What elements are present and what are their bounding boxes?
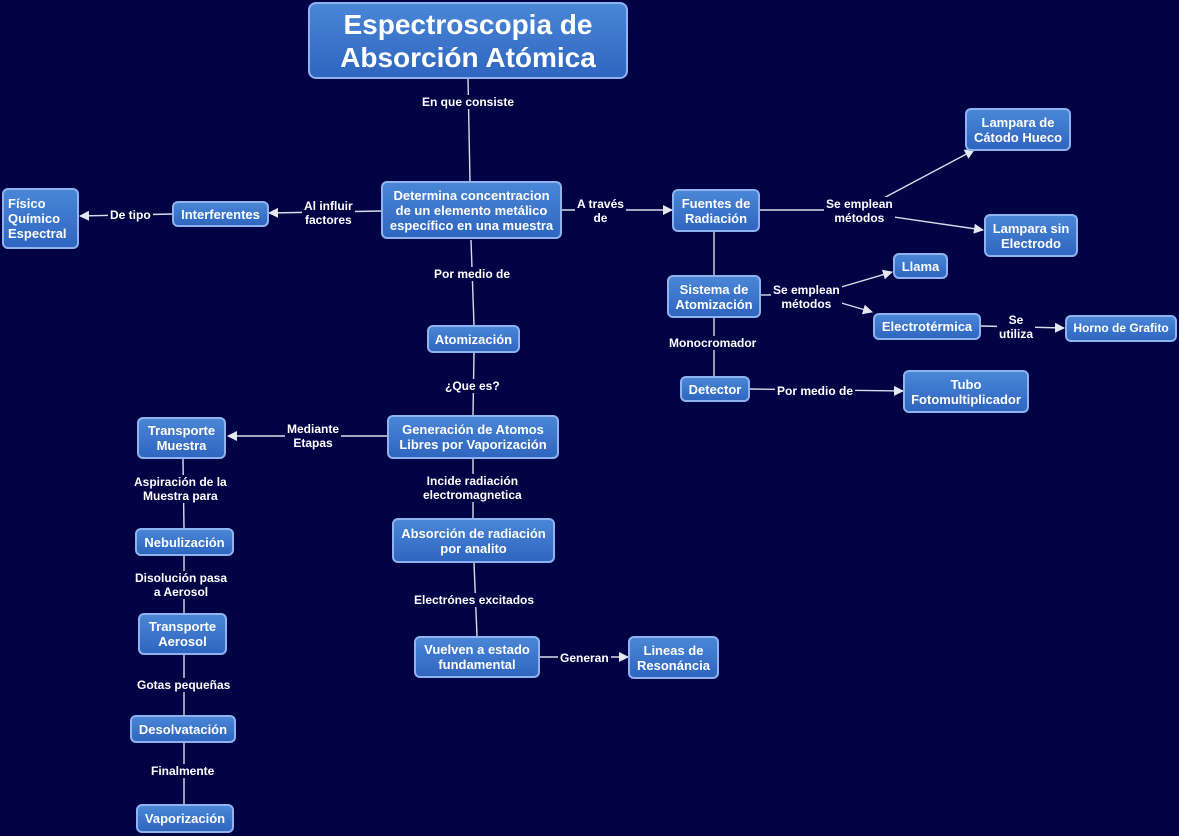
node-fisico-quimico-espectral[interactable]: Físico Químico Espectral — [2, 188, 79, 249]
node-lampara-catodo[interactable]: Lampara de Cátodo Hueco — [965, 108, 1071, 151]
link-title-determina — [467, 77, 471, 183]
label-por-medio-de-detector: Por medio de — [775, 384, 856, 398]
node-transporte-aerosol[interactable]: Transporte Aerosol — [138, 613, 227, 655]
node-generacion-atomos[interactable]: Generación de Atomos Libres por Vaporiza… — [387, 415, 559, 459]
node-lineas-resonancia[interactable]: Lineas de Resonáncia — [628, 636, 719, 679]
label-al-influir-factores: Al influir factores — [302, 199, 355, 227]
node-llama[interactable]: Llama — [893, 253, 948, 279]
node-fuentes-radiacion[interactable]: Fuentes de Radiación — [672, 189, 760, 232]
node-horno-grafito[interactable]: Horno de Grafito — [1065, 315, 1177, 342]
node-transporte-muestra[interactable]: Transporte Muestra — [137, 417, 226, 459]
label-en-que-consiste: En que consiste — [420, 95, 517, 109]
label-incide-radiacion: Incide radiación electromagnetica — [421, 474, 524, 502]
label-gotas-pequenas: Gotas pequeñas — [135, 678, 233, 692]
node-tubo-fotomultiplicador[interactable]: Tubo Fotomultiplicador — [903, 370, 1029, 413]
node-interferentes[interactable]: Interferentes — [172, 201, 269, 227]
node-detector[interactable]: Detector — [680, 376, 750, 402]
label-a-traves-de: A través de — [575, 197, 626, 225]
node-vuelven-estado[interactable]: Vuelven a estado fundamental — [414, 636, 540, 678]
label-se-emplean-metodos-1: Se emplean métodos — [824, 197, 895, 225]
label-electrones-excitados: Electrónes excitados — [412, 593, 537, 607]
node-desolvatacion[interactable]: Desolvatación — [130, 715, 236, 743]
label-se-emplean-metodos-2: Se emplean métodos — [771, 283, 842, 311]
label-monocromador: Monocromador — [667, 336, 759, 350]
label-por-medio-de: Por medio de — [432, 267, 513, 281]
node-atomizacion[interactable]: Atomización — [427, 325, 520, 353]
link-determina-atomizacion — [470, 239, 475, 326]
label-finalmente: Finalmente — [149, 764, 217, 778]
node-lampara-sin-electrodo[interactable]: Lampara sin Electrodo — [984, 214, 1078, 257]
label-generan: Generan — [558, 651, 611, 665]
node-vaporizacion[interactable]: Vaporización — [136, 804, 234, 833]
main-title-node[interactable]: Espectroscopia de Absorción Atómica — [308, 2, 628, 79]
label-se-utiliza: Se utiliza — [997, 313, 1036, 341]
node-electrotermica[interactable]: Electrotérmica — [873, 313, 981, 340]
node-nebulizacion[interactable]: Nebulización — [135, 528, 234, 556]
node-absorcion-radiacion[interactable]: Absorción de radiación por analito — [392, 518, 555, 563]
link-to-lampara-sin — [879, 214, 984, 234]
node-determina[interactable]: Determina concentracion de un elemento m… — [381, 181, 562, 239]
link-to-electrotermica — [837, 301, 873, 315]
label-mediante-etapas: Mediante Etapas — [285, 422, 342, 450]
label-disolucion: Disolución pasa a Aerosol — [133, 571, 230, 599]
label-que-es: ¿Que es? — [443, 379, 502, 393]
label-aspiracion: Aspiración de la Muestra para — [132, 475, 229, 503]
label-de-tipo: De tipo — [108, 208, 153, 222]
link-to-llama — [837, 269, 893, 289]
node-sistema-atomizacion[interactable]: Sistema de Atomización — [667, 275, 761, 318]
link-to-lampara-catodo — [879, 149, 975, 201]
